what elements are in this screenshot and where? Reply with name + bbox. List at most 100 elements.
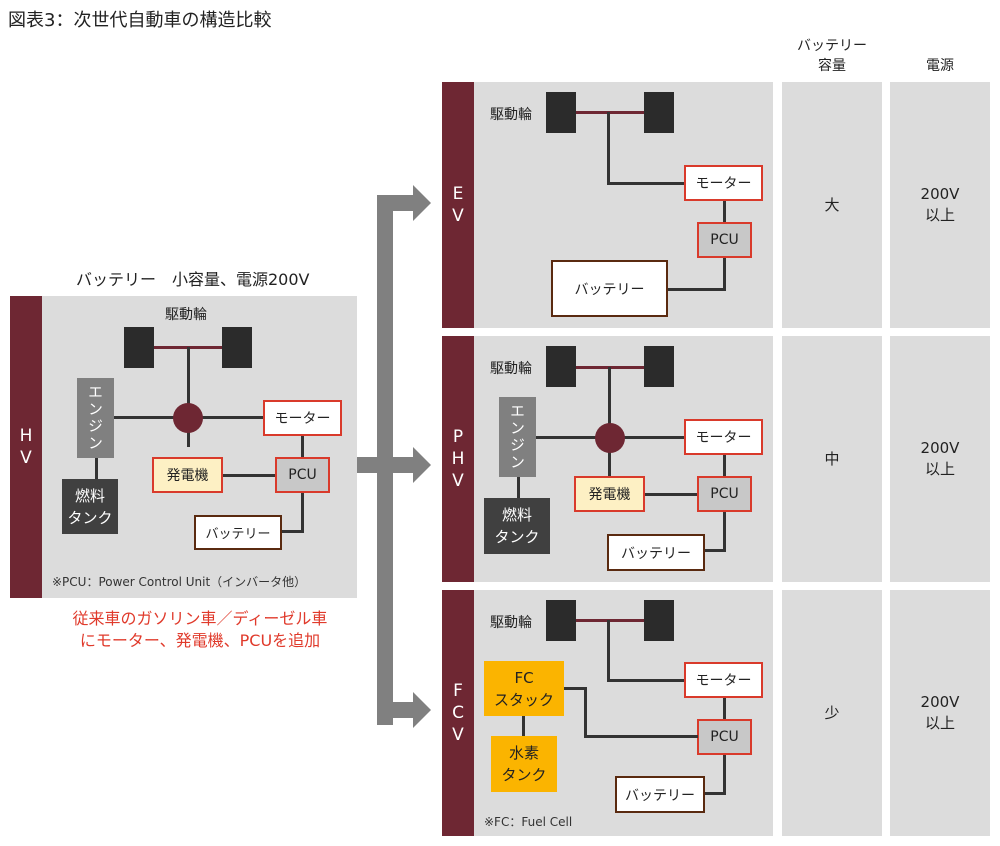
phv-engine: エンジン — [499, 397, 536, 477]
arrow-branch-phv — [393, 457, 415, 473]
fcv-fc-pcu-line-1 — [564, 687, 586, 690]
hv-motor: モーター — [263, 400, 342, 436]
phv-band-char: P — [452, 427, 464, 447]
phv-wheel-right — [644, 346, 674, 387]
phv-band-char: V — [452, 471, 464, 491]
arrow-branch-ev — [377, 195, 415, 211]
arrow-head-phv — [413, 447, 431, 483]
ev-motor: モーター — [684, 165, 763, 201]
fcv-power-source-line1: 200V — [920, 693, 960, 711]
hv-panel — [10, 296, 357, 598]
hv-power-split-hub — [173, 403, 203, 433]
ev-battery-capacity: 大 — [782, 82, 882, 328]
column-header-battery-line2: 容量 — [818, 58, 846, 74]
phv-power-source-line1: 200V — [920, 439, 960, 457]
figure-title: 図表3：次世代自動車の構造比較 — [8, 10, 272, 31]
fcv-wheel-left — [546, 600, 576, 641]
fcv-band: F C V — [442, 590, 474, 836]
fcv-fc-pcu-line-3 — [584, 735, 698, 738]
ev-band-char: V — [452, 206, 464, 226]
phv-battery: バッテリー — [607, 534, 705, 571]
hv-pcu: PCU — [275, 457, 330, 493]
ev-battery: バッテリー — [551, 260, 668, 317]
fcv-fc-stack-line2: スタック — [493, 690, 554, 709]
fcv-shaft — [607, 620, 610, 682]
phv-motor-pcu-line — [723, 455, 726, 477]
arrow-branch-fcv — [377, 702, 415, 718]
fcv-power-source-line2: 以上 — [924, 714, 955, 732]
hv-generator: 発電機 — [152, 457, 223, 493]
hv-fuel-tank-line1: 燃料 — [74, 486, 105, 505]
fcv-fc-stack: FC スタック — [484, 661, 564, 716]
ev-wheels-label: 駆動輪 — [490, 107, 532, 123]
phv-gen-pcu-line — [645, 493, 698, 496]
phv-generator: 発電機 — [574, 476, 645, 512]
fcv-power-source: 200V 以上 — [890, 590, 990, 836]
fcv-pcu: PCU — [697, 719, 752, 755]
hv-wheel-left — [124, 327, 154, 368]
ev-power-source-line1: 200V — [920, 185, 960, 203]
phv-engine-tank-line — [517, 477, 520, 499]
ev-power-source-line2: 以上 — [924, 206, 955, 224]
phv-band-char: H — [451, 449, 465, 469]
fcv-motor: モーター — [684, 662, 763, 698]
ev-power-source: 200V 以上 — [890, 82, 990, 328]
hv-motor-pcu-line — [301, 436, 304, 458]
fcv-wheel-right — [644, 600, 674, 641]
phv-fuel-tank: 燃料 タンク — [484, 498, 550, 554]
ev-band: E V — [442, 82, 474, 328]
hv-heading: バッテリー 小容量、電源200V — [76, 270, 310, 289]
ev-axle — [575, 111, 645, 114]
phv-pcu-battery-line-h — [703, 549, 726, 552]
ev-pcu-battery-line — [723, 258, 726, 291]
arrow-head-ev — [413, 185, 431, 221]
ev-band-char: E — [452, 184, 464, 204]
ev-wheel-left — [546, 92, 576, 133]
fcv-battery: バッテリー — [615, 776, 705, 813]
phv-band: P H V — [442, 336, 474, 582]
fcv-hydrogen-tank: 水素 タンク — [491, 736, 557, 792]
hv-battery: バッテリー — [194, 515, 282, 550]
fcv-pcu-battery-line — [723, 755, 726, 795]
column-header-power-source: 電源 — [926, 58, 954, 74]
ev-shaft — [607, 112, 610, 184]
phv-power-split-hub — [595, 423, 625, 453]
hv-band-char: V — [20, 448, 32, 468]
fcv-axle — [575, 619, 645, 622]
hv-wheel-right — [222, 327, 252, 368]
hv-pcu-battery-line-h — [280, 530, 304, 533]
phv-pcu: PCU — [697, 476, 752, 512]
hv-engine: エンジン — [77, 378, 114, 458]
fcv-hydrogen-tank-line2: タンク — [501, 766, 547, 784]
fcv-pcu-battery-line-h — [703, 792, 726, 795]
fcv-footnote: ※FC：Fuel Cell — [484, 815, 573, 829]
phv-battery-capacity: 中 — [782, 336, 882, 582]
phv-wheel-left — [546, 346, 576, 387]
fcv-hydrogen-tank-line1: 水素 — [508, 744, 539, 762]
fcv-fc-tank-line — [522, 716, 525, 738]
fcv-battery-capacity: 少 — [782, 590, 882, 836]
arrow-head-fcv — [413, 692, 431, 728]
hv-gen-pcu-line — [223, 474, 276, 477]
hv-footnote: ※PCU：Power Control Unit（インバータ他） — [52, 575, 307, 589]
ev-wheel-right — [644, 92, 674, 133]
ev-pcu-battery-line-h — [667, 288, 726, 291]
hv-pcu-battery-line — [301, 493, 304, 533]
phv-fuel-tank-line1: 燃料 — [501, 506, 532, 524]
fcv-motor-pcu-line — [723, 698, 726, 720]
column-header-battery-line1: バッテリー — [797, 38, 867, 54]
hv-caption-line2: にモーター、発電機、PCUを追加 — [79, 631, 321, 650]
phv-power-source-line2: 以上 — [924, 460, 955, 478]
phv-motor: モーター — [684, 419, 763, 455]
fcv-band-char: V — [452, 725, 464, 745]
fcv-band-char: F — [453, 681, 463, 701]
hv-engine-tank-line — [95, 458, 98, 480]
column-header-battery-capacity: バッテリー 容量 — [782, 36, 882, 76]
fcv-motor-line — [607, 679, 687, 682]
hv-fuel-tank: 燃料 タンク — [62, 479, 118, 534]
fcv-fc-stack-line1: FC — [514, 668, 534, 687]
phv-wheels-label: 駆動輪 — [490, 361, 532, 377]
phv-power-source: 200V 以上 — [890, 336, 990, 582]
hv-fuel-tank-line2: タンク — [67, 508, 113, 527]
ev-motor-pcu-line — [723, 201, 726, 223]
